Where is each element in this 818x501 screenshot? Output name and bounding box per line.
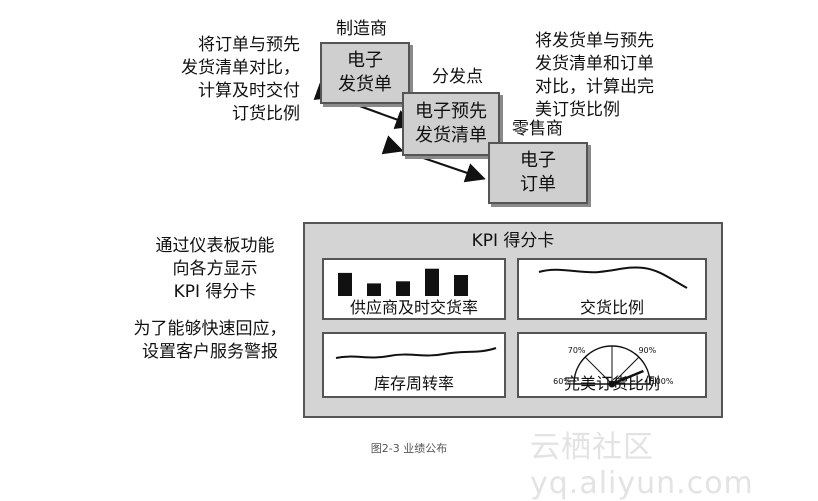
distribution-point-label: 分发点 xyxy=(432,67,483,87)
delivery-ratio-label: 交货比例 xyxy=(579,298,644,317)
right-note-line: 发货清单和订单 xyxy=(535,54,654,74)
inventory-trend-line xyxy=(335,347,497,359)
gauge-tick-label: 100% xyxy=(651,377,674,386)
distribution-box-line1: 电子预先 xyxy=(415,101,487,122)
figure-caption: 图2-3 业绩公布 xyxy=(370,442,448,455)
scorecard-title: KPI 得分卡 xyxy=(471,231,555,251)
manufacturer-box-line2: 发货单 xyxy=(338,74,392,95)
right-note-line: 将发货单与预先 xyxy=(535,31,654,51)
retailer-box-line2: 订单 xyxy=(520,174,556,195)
gauge-spoke xyxy=(584,356,613,385)
retailer-label: 零售商 xyxy=(512,119,563,139)
supply-bar-chart xyxy=(338,268,468,296)
gauge-tick-label: 90% xyxy=(638,346,656,355)
left-note-line: 计算及时交付 xyxy=(198,81,300,101)
supply-bar xyxy=(396,281,410,296)
supply-rate-label: 供应商及时交货率 xyxy=(349,298,478,317)
panel-supply-rate: 供应商及时交货率 xyxy=(322,258,506,320)
retailer-order-box: 电子 订单 xyxy=(488,142,588,204)
distribution-asn-box: 电子预先 发货清单 xyxy=(402,92,500,156)
delivery-trend-line xyxy=(538,266,688,289)
manufacturer-label: 制造商 xyxy=(336,19,387,39)
right-note-line: 对比，计算出完 xyxy=(535,77,654,97)
perfect-order-label: 完美订货比例 xyxy=(563,374,660,393)
dashboard-note-line: 向各方显示 xyxy=(172,259,258,279)
watermark: 云栖社区 yq.aliyun.com xyxy=(530,430,754,501)
left-note-line: 将订单与预先 xyxy=(198,35,300,55)
response-note-line: 设置客户服务警报 xyxy=(142,342,278,362)
left-note-line: 发货清单对比， xyxy=(181,58,300,78)
right-note: 将发货单与预先 发货清单和订单 对比，计算出完 美订货比例 xyxy=(535,30,695,122)
response-note-line: 为了能够快速回应， xyxy=(133,319,287,339)
supply-bar xyxy=(425,268,439,296)
supply-bar xyxy=(338,272,352,296)
gauge-needle xyxy=(611,369,644,386)
manufacturer-box-line1: 电子 xyxy=(347,50,383,71)
response-note: 为了能够快速回应， 设置客户服务警报 xyxy=(115,318,305,364)
gauge-hub xyxy=(608,380,616,388)
panel-inventory-turnover: 库存周转率 xyxy=(322,332,506,398)
perfect-order-gauge: 60% 70% 90% 100% xyxy=(553,345,674,388)
right-note-line: 美订货比例 xyxy=(535,100,620,120)
dashboard-note: 通过仪表板功能 向各方显示 KPI 得分卡 xyxy=(135,235,295,304)
kpi-scorecard: KPI 得分卡 供应商及时交货率 交货比例 库存周转率 60% 70% 90% 100… xyxy=(303,222,723,418)
panel-perfect-order: 60% 70% 90% 100% 完美订货比例 xyxy=(517,332,707,398)
panel-delivery-ratio: 交货比例 xyxy=(517,258,707,320)
supply-bar xyxy=(454,275,468,296)
left-note: 将订单与预先 发货清单对比， 计算及时交付 订货比例 xyxy=(150,34,300,126)
distribution-box-line2: 发货清单 xyxy=(415,125,487,146)
gauge-spoke xyxy=(611,356,640,385)
dashboard-note-line: KPI 得分卡 xyxy=(173,282,257,302)
left-note-line: 订货比例 xyxy=(232,104,300,124)
dashboard-note-line: 通过仪表板功能 xyxy=(155,236,275,256)
gauge-tick-label: 70% xyxy=(568,346,586,355)
manufacturer-invoice-box: 电子 发货单 xyxy=(320,42,410,104)
gauge-tick-label: 60% xyxy=(553,377,571,386)
supply-bar xyxy=(367,283,381,296)
retailer-box-line1: 电子 xyxy=(520,150,556,171)
inventory-turnover-label: 库存周转率 xyxy=(373,374,454,393)
